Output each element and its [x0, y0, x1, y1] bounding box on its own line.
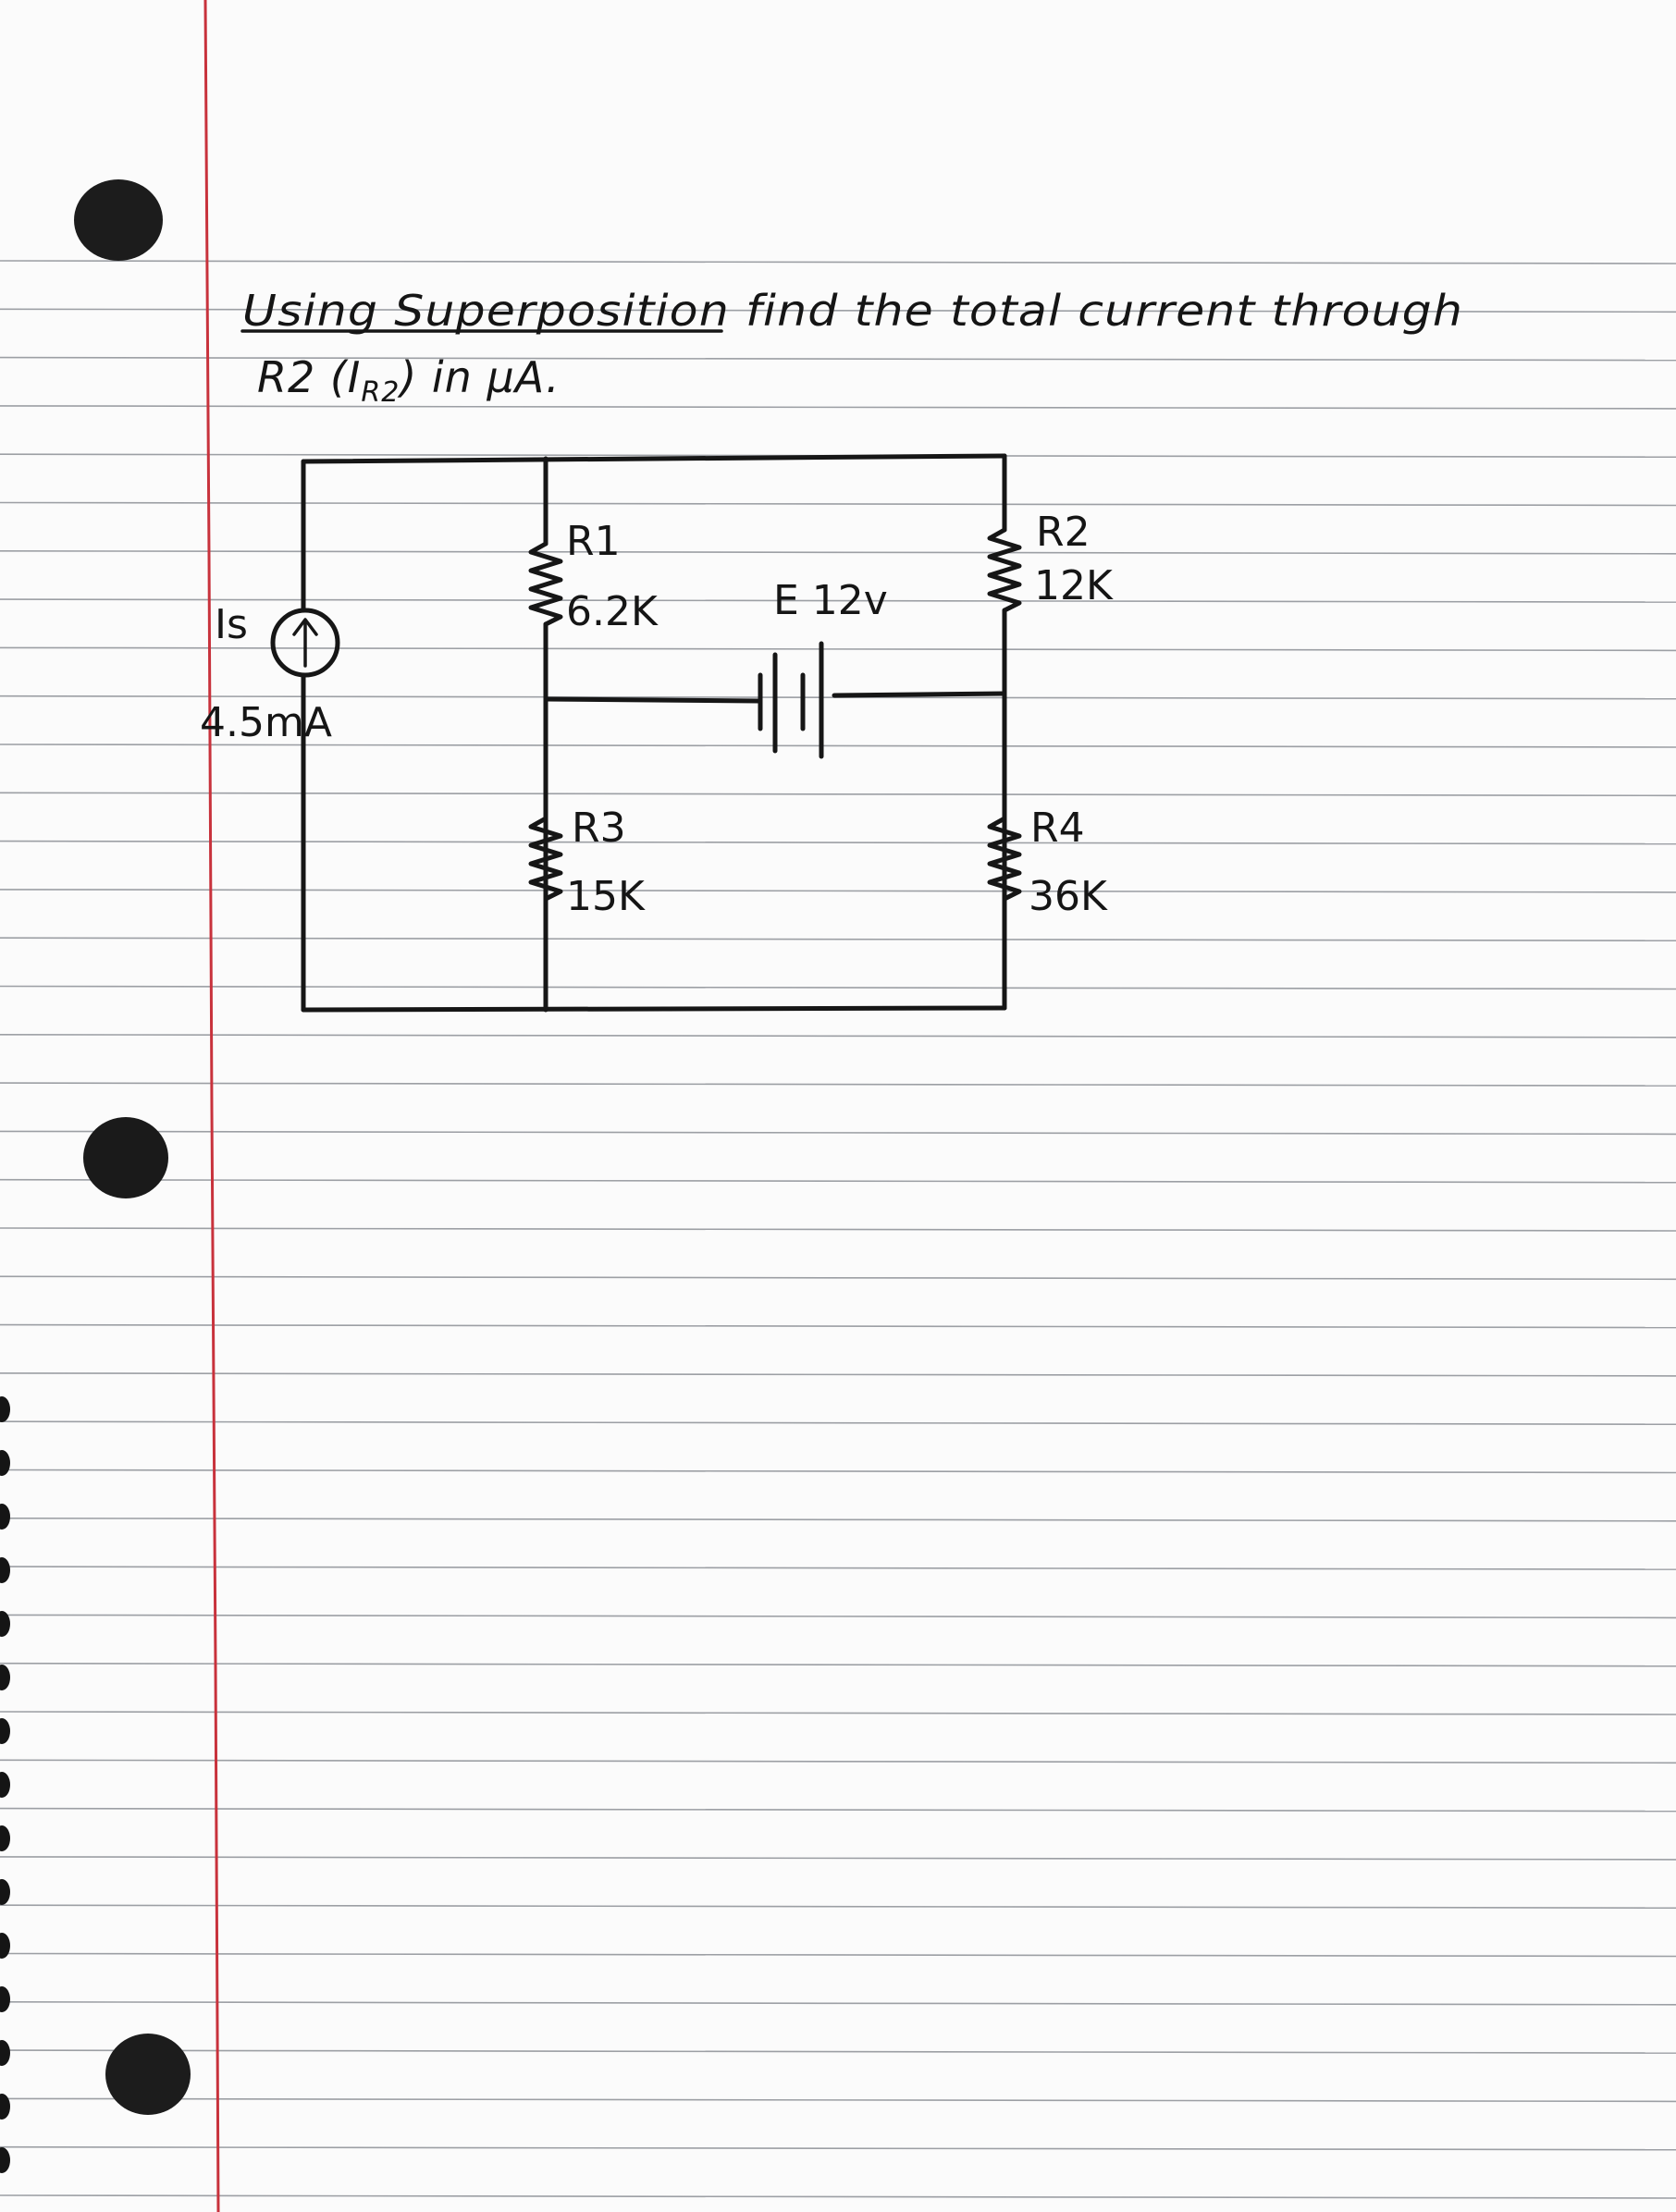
rule-line: [0, 308, 1676, 313]
question-line-2-start: R2 (I: [257, 352, 361, 402]
rule-line: [0, 1566, 1676, 1570]
r3-name: R3: [572, 805, 626, 852]
rule-line: [0, 1807, 1676, 1813]
r4-name: R4: [1030, 805, 1085, 852]
current-source-symbol: [270, 608, 340, 678]
rule-line: [0, 1856, 1676, 1861]
question-line-2-end: ) in µA.: [397, 352, 560, 402]
question-line-2: R2 (IR2) in µA.: [257, 352, 561, 409]
rule-line: [0, 501, 1676, 507]
source-name: Is: [215, 601, 248, 648]
r1-value: 6.2K: [566, 588, 659, 635]
rule-line: [0, 1034, 1676, 1038]
rule-line: [0, 2001, 1676, 2006]
rule-line: [0, 1952, 1676, 1958]
rule-line: [0, 889, 1676, 893]
rule-line: [0, 1323, 1676, 1329]
question-line-2-subscript: R2: [361, 376, 400, 409]
spiral-binding: [0, 1396, 10, 2173]
rule-line: [0, 792, 1676, 797]
rule-line: [0, 743, 1676, 748]
source-value: 4.5mA: [200, 699, 332, 746]
rule-line: [0, 840, 1676, 845]
rule-line: [0, 1662, 1676, 1667]
rule-line: [0, 1082, 1676, 1087]
rule-line: [0, 1469, 1676, 1474]
rule-line: [0, 356, 1676, 362]
rule-line: [0, 2097, 1676, 2103]
question-line-1: Using Superposition find the total curre…: [242, 286, 1463, 336]
rule-line: [0, 260, 1676, 264]
margin-line: [203, 0, 220, 2212]
r4-zigzag: [987, 816, 1022, 902]
rule-line: [0, 1227, 1676, 1232]
rule-line: [0, 646, 1676, 652]
r2-name: R2: [1036, 509, 1091, 556]
rule-line: [0, 1614, 1676, 1619]
rule-line: [0, 937, 1676, 942]
current-source-arrow-icon: [292, 618, 318, 668]
rule-line: [0, 598, 1676, 603]
middle-wire-right: [832, 691, 1007, 698]
circuit-diagram: [270, 453, 1022, 1013]
battery-icon: [758, 641, 824, 759]
r4-value: 36K: [1029, 873, 1108, 920]
rule-line: [0, 1130, 1676, 1136]
punch-hole-middle: [83, 1117, 168, 1198]
rule-line: [0, 1904, 1676, 1909]
punch-hole-top: [74, 179, 163, 261]
r3-zigzag: [528, 816, 563, 902]
rule-line: [0, 2194, 1676, 2199]
rule-line: [0, 1420, 1676, 1425]
punch-hole-bottom: [105, 2034, 191, 2115]
rule-line: [0, 1711, 1676, 1715]
rule-line: [0, 1518, 1676, 1522]
top-wire: [301, 453, 1007, 464]
rule-line: [0, 1178, 1676, 1184]
rule-line: [0, 405, 1676, 410]
r1-zigzag: [528, 541, 563, 627]
rule-line: [0, 549, 1676, 555]
r3-value: 15K: [566, 873, 646, 920]
middle-wire-left: [543, 696, 761, 704]
r1-name: R1: [566, 518, 621, 565]
bottom-wire: [301, 1005, 1007, 1013]
rule-line: [0, 2049, 1676, 2054]
rule-line: [0, 2145, 1676, 2151]
rule-line: [0, 985, 1676, 990]
rule-line: [0, 1759, 1676, 1764]
rule-line: [0, 1275, 1676, 1281]
r2-zigzag: [987, 527, 1022, 613]
battery-value: E 12v: [773, 577, 888, 624]
r2-value: 12K: [1034, 562, 1114, 609]
rule-line: [0, 1372, 1676, 1377]
